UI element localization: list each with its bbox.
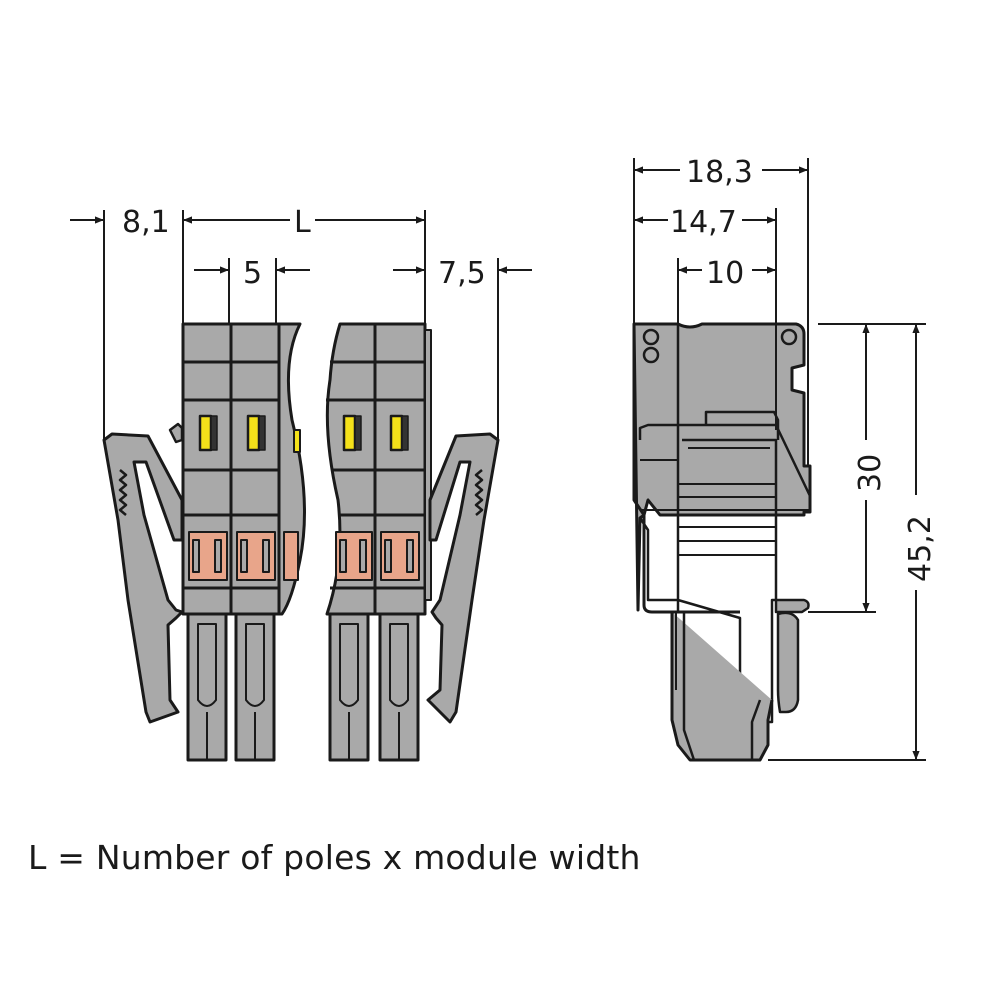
connector-module-1	[181, 322, 233, 762]
dim-width-inner: 10	[706, 256, 744, 291]
clamp-icon	[335, 531, 373, 581]
release-tab-icon	[342, 414, 357, 452]
clamp-icon	[188, 531, 228, 581]
connector-module-4	[325, 322, 377, 762]
left-locking-lever-icon	[102, 422, 184, 724]
clamp-icon	[380, 531, 420, 581]
release-tab-icon	[389, 414, 404, 452]
connector-module-5	[373, 322, 432, 762]
caption: L = Number of poles x module width	[28, 838, 641, 877]
right-locking-lever-icon	[426, 432, 500, 724]
front-view-dimensions	[70, 210, 532, 440]
connector-module-3-partial	[277, 322, 306, 616]
dim-height-upper: 30	[853, 454, 888, 492]
dim-length: L	[294, 205, 311, 240]
dim-total-width: 18,3	[686, 155, 753, 190]
dim-pitch: 5	[243, 256, 262, 291]
dim-right-offset: 7,5	[438, 256, 486, 291]
side-view	[632, 322, 812, 762]
clamp-icon	[236, 531, 276, 581]
side-view-dimensions	[633, 158, 926, 761]
dim-width-mid: 14,7	[670, 205, 737, 240]
front-view	[102, 322, 500, 762]
connector-module-2	[229, 322, 281, 762]
release-tab-icon	[246, 414, 261, 452]
release-tab-icon	[198, 414, 213, 452]
dim-total-height: 45,2	[903, 515, 938, 582]
dim-left-offset: 8,1	[122, 205, 170, 240]
